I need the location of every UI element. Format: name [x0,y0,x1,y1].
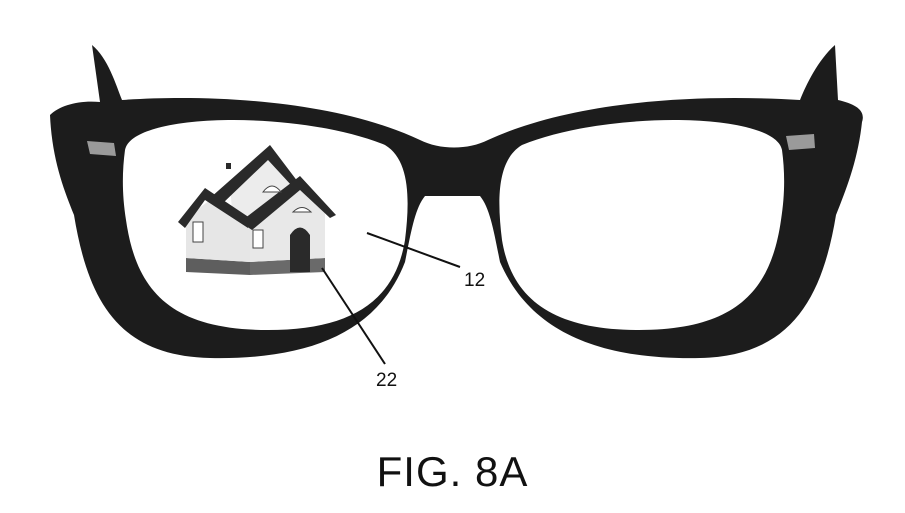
figure-caption: FIG. 8A [376,448,529,495]
left-hinge-rivet [87,141,116,156]
reference-numeral-22: 22 [376,370,398,391]
leader-line-12 [366,232,461,268]
house-image [178,145,336,275]
right-lens [499,120,785,330]
leader-line-22 [321,267,386,365]
reference-numeral-12: 12 [464,270,486,291]
right-hinge-rivet [786,134,815,150]
